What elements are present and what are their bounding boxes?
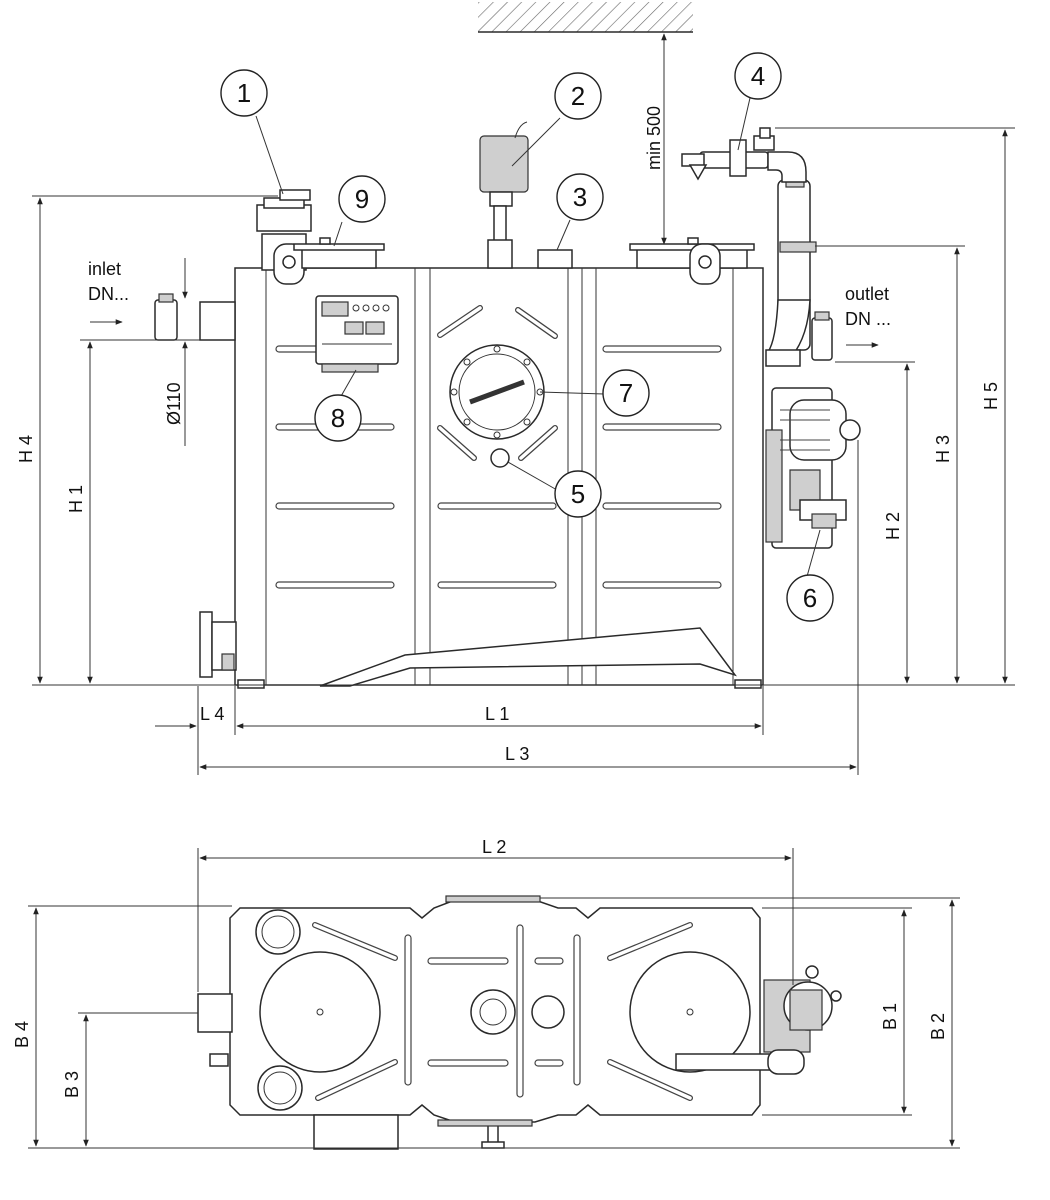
callout-6-label: 6 — [803, 583, 817, 613]
callout-1: 1 — [220, 69, 268, 117]
dim-b3: B 3 — [62, 1071, 82, 1098]
callout-9-label: 9 — [355, 184, 369, 214]
inlet-dn-label: DN... — [88, 284, 129, 304]
dim-l1: L 1 — [485, 704, 509, 724]
leader-lines — [255, 97, 821, 581]
plan-details — [197, 895, 842, 1150]
dim-h5: H 5 — [981, 382, 1001, 410]
callout-6: 6 — [786, 574, 834, 622]
plan-view — [28, 848, 960, 1150]
side-dimension-lines — [32, 33, 1015, 775]
callout-3: 3 — [556, 173, 604, 221]
dim-b2: B 2 — [928, 1013, 948, 1040]
callout-4-label: 4 — [751, 61, 765, 91]
ceiling-hatch — [478, 2, 693, 33]
callout-bubbles: 1 2 3 4 5 6 7 8 — [220, 52, 834, 622]
dim-l2: L 2 — [482, 837, 506, 857]
dim-h2: H 2 — [883, 512, 903, 540]
callout-5: 5 — [554, 470, 602, 518]
dim-l4: L 4 — [200, 704, 224, 724]
callout-3-label: 3 — [573, 182, 587, 212]
callout-2-label: 2 — [571, 81, 585, 111]
text-labels: inlet DN... outlet DN ... Ø110 min 500 — [88, 106, 891, 425]
pump-unit — [765, 387, 861, 549]
callout-7-label: 7 — [619, 378, 633, 408]
dim-b4: B 4 — [12, 1021, 32, 1048]
dim-h4: H 4 — [16, 435, 36, 463]
control-box — [315, 295, 399, 373]
discharge-pipe — [681, 127, 833, 367]
callout-7: 7 — [602, 369, 650, 417]
dim-h3: H 3 — [933, 435, 953, 463]
min-clearance-label: min 500 — [644, 106, 664, 170]
inspection-cover — [449, 344, 545, 468]
callout-5-label: 5 — [571, 479, 585, 509]
callout-9: 9 — [338, 175, 386, 223]
inlet-label: inlet — [88, 259, 121, 279]
callout-8-label: 8 — [331, 403, 345, 433]
dim-l3: L 3 — [505, 744, 529, 764]
outlet-label: outlet — [845, 284, 889, 304]
side-elevation-view — [32, 2, 1015, 775]
dimension-labels: H 4 H 1 H 2 H 3 H 5 L 4 L 1 L 3 L 2 B 4 … — [12, 382, 1001, 1098]
inlet-connection — [154, 293, 237, 678]
outlet-dn-label: DN ... — [845, 309, 891, 329]
dim-h1: H 1 — [66, 485, 86, 513]
dim-b1: B 1 — [880, 1003, 900, 1030]
callout-1-label: 1 — [237, 78, 251, 108]
tank-body — [234, 267, 764, 689]
top-fittings — [256, 121, 755, 285]
callout-2: 2 — [554, 72, 602, 120]
diameter-label: Ø110 — [164, 382, 184, 425]
callout-8: 8 — [314, 394, 362, 442]
callout-4: 4 — [734, 52, 782, 100]
plan-dimension-lines — [28, 848, 960, 1149]
